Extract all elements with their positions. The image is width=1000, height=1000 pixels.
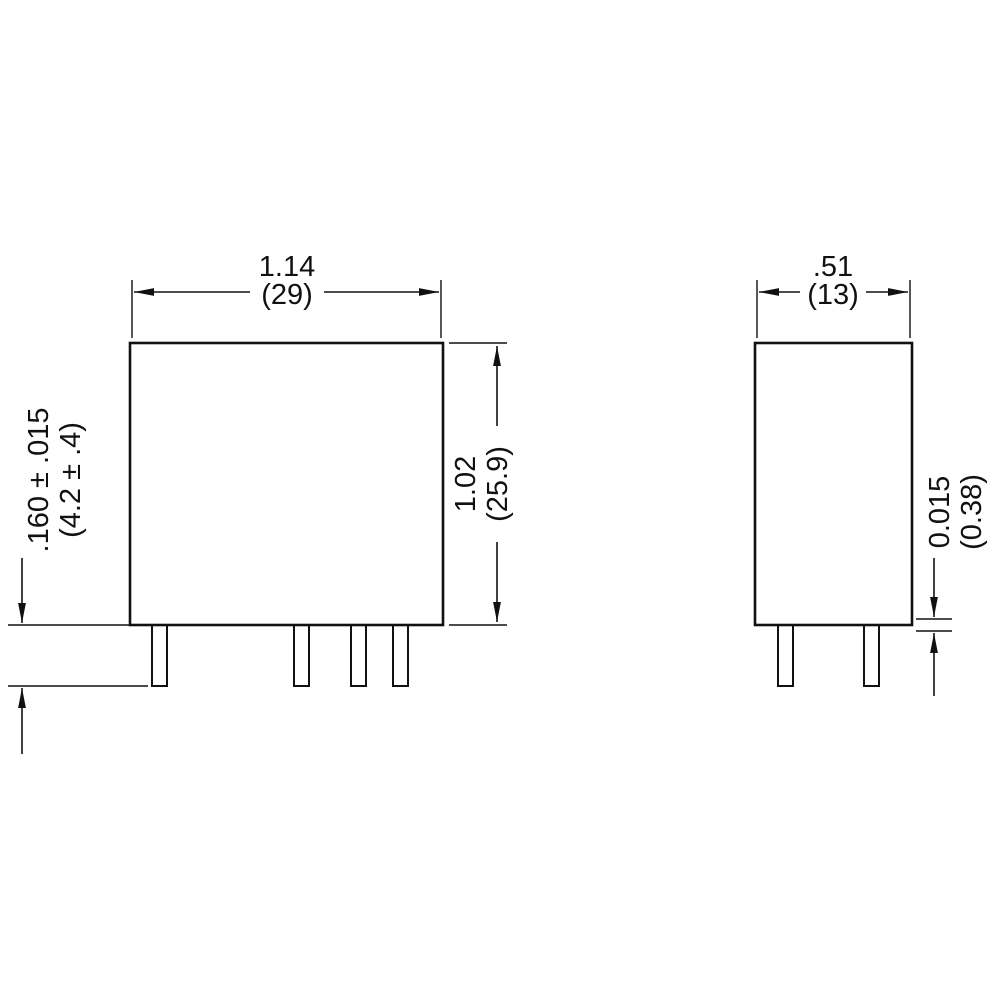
front-pin-3 (350, 619, 367, 687)
dim-text-mm: (13) (807, 279, 859, 311)
relay-body-side (753, 341, 914, 627)
dim-text-mm: (0.38) (956, 474, 988, 550)
front-pin-2 (293, 619, 310, 687)
side-pin-2 (863, 619, 880, 687)
standoff-dimension: 0.015 (0.38) (916, 474, 988, 696)
front-height-dimension: 1.02 (25.9) (449, 342, 514, 626)
dim-text-mm: (4.2 ± .4) (55, 422, 87, 538)
side-view: .51 (13) 0.015 (0.38) (753, 251, 988, 696)
front-pin-1 (151, 619, 168, 687)
dim-text-inches: 1.02 (450, 456, 482, 512)
relay-body-front (128, 341, 445, 627)
pin-length-dimension: .160 ± .015 (4.2 ± .4) (8, 408, 148, 754)
side-width-dimension: .51 (13) (756, 251, 911, 338)
front-pin-4 (392, 619, 409, 687)
dim-text-inches: 1.14 (259, 251, 315, 283)
side-pin-1 (777, 619, 794, 687)
front-width-dimension: 1.14 (29) (131, 251, 442, 338)
dim-text-inches: 0.015 (924, 476, 956, 549)
dim-text-inches: .51 (813, 251, 853, 283)
front-view: 1.14 (29) 1.02 (25.9) (8, 251, 514, 754)
dim-text-inches: .160 ± .015 (23, 408, 55, 553)
dim-text-mm: (25.9) (482, 446, 514, 522)
dim-text-mm: (29) (261, 279, 313, 311)
